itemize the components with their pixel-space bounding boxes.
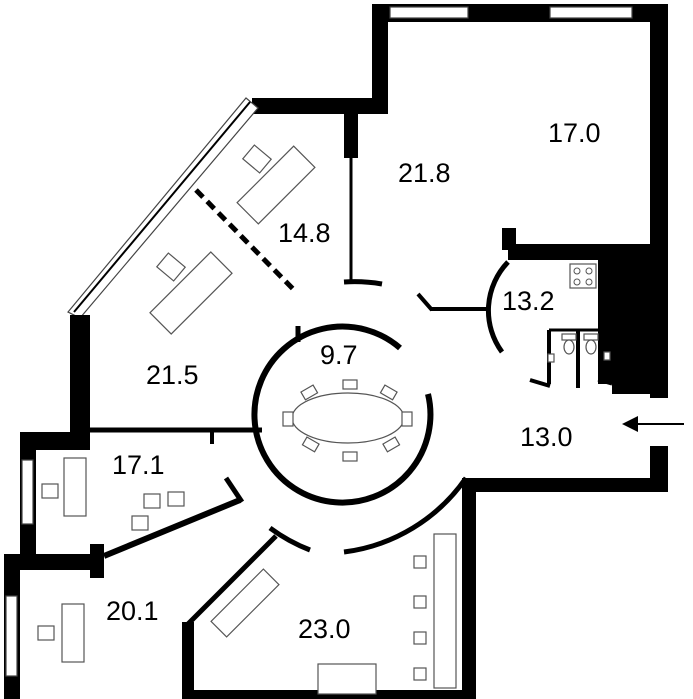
room-label-meeting: 9.7 (320, 340, 358, 370)
furniture (37, 144, 611, 695)
room-label-angled-lower: 21.5 (146, 360, 199, 390)
entrance-arrow-icon (622, 416, 684, 432)
room-label-left-middle: 17.1 (112, 450, 165, 480)
meeting-room (251, 323, 434, 506)
room-label-kitchen: 13.2 (502, 286, 555, 316)
room-label-angled-upper: 14.8 (278, 218, 331, 248)
toilet-icon (547, 333, 577, 363)
toilet-icon (583, 333, 611, 361)
outer-walls (4, 4, 668, 699)
room-label-top-right: 17.0 (548, 118, 601, 148)
room-label-entrance: 13.0 (520, 422, 573, 452)
room-label-top-center: 21.8 (398, 158, 451, 188)
stove-icon (569, 263, 597, 289)
room-label-bottom-center: 23.0 (298, 614, 351, 644)
area-labels: 17.0 21.8 14.8 13.2 9.7 21.5 13.0 17.1 2… (106, 118, 601, 644)
room-label-left-bottom: 20.1 (106, 596, 159, 626)
meeting-chairs (282, 379, 413, 462)
